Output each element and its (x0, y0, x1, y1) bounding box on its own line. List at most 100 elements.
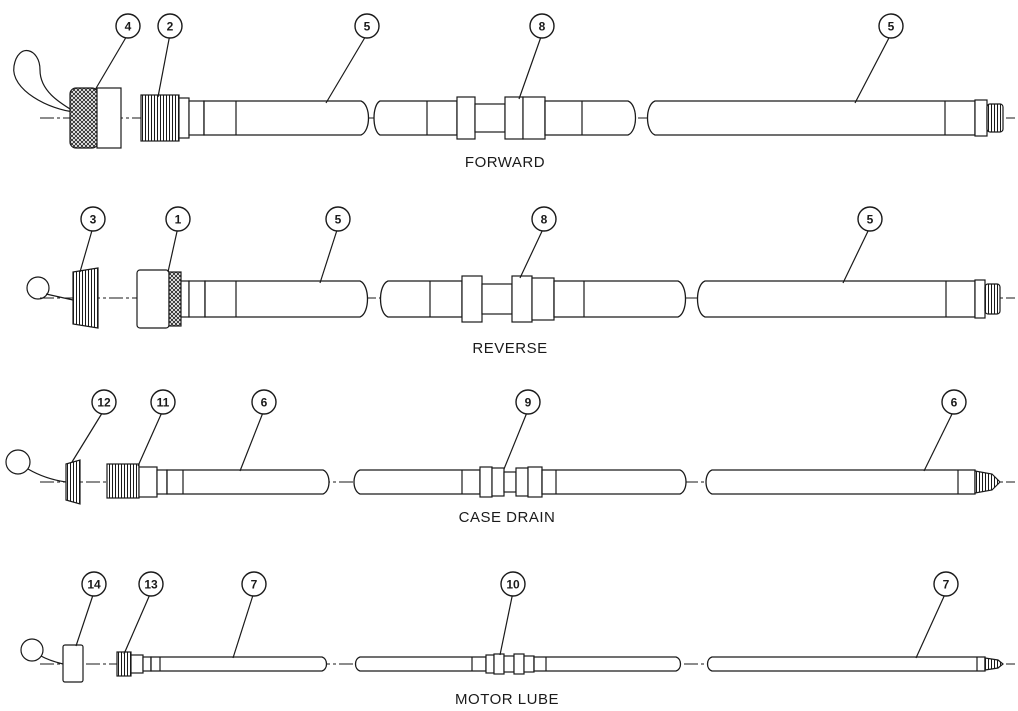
hose-segment (150, 656, 328, 672)
coupling-knurl (168, 271, 182, 327)
callout-12: 12 (91, 389, 117, 415)
hose-segment (353, 469, 481, 495)
lanyard-icon (13, 49, 76, 113)
coupler-nut (513, 653, 525, 675)
callout-label: 2 (167, 20, 174, 34)
callout-label: 6 (261, 396, 268, 410)
callout-8: 8 (531, 206, 557, 232)
hose-segment (541, 469, 687, 495)
quick-coupling (136, 269, 170, 329)
hose-ferrule (527, 466, 543, 498)
assembly-forward: 4 2 5 8 5 FORWARD (13, 13, 1015, 171)
dust-plug (72, 267, 99, 329)
coupler-nut (491, 467, 505, 497)
callout-label: 7 (943, 578, 950, 592)
hose-segment (354, 656, 487, 672)
threaded-end (984, 657, 1004, 671)
callout-3: 3 (80, 206, 106, 232)
callout-label: 11 (157, 396, 170, 410)
coupler-nut (485, 654, 495, 674)
coupler-nut (504, 96, 524, 140)
lanyard-ring-icon (20, 638, 44, 662)
hose-ferrule (156, 469, 168, 495)
coupling-collar (138, 466, 158, 498)
callout-2: 2 (157, 13, 183, 39)
callout-9: 9 (515, 389, 541, 415)
threaded-end (974, 470, 1001, 494)
coupler-body (503, 471, 517, 493)
hose-ferrule (523, 655, 535, 673)
lanyard-ring-icon (5, 449, 31, 475)
hose-segment (646, 100, 976, 136)
assembly-title: FORWARD (465, 154, 545, 171)
callout-label: 1 (175, 213, 182, 227)
coupler-body (493, 653, 505, 675)
callout-label: 3 (90, 213, 97, 227)
hose-segment (533, 656, 682, 672)
quick-coupling (140, 94, 180, 142)
callout-label: 8 (541, 213, 548, 227)
coupler-nut (515, 467, 529, 497)
callout-11: 11 (150, 389, 176, 415)
callout-6: 6 (251, 389, 277, 415)
dust-plug (65, 459, 81, 505)
dust-plug (62, 644, 84, 683)
coupler-body (474, 103, 506, 133)
hose-ferrule (522, 96, 546, 140)
callout-label: 8 (539, 20, 546, 34)
threaded-end (984, 283, 1001, 315)
coupler-nut (456, 96, 476, 140)
callout-5: 5 (878, 13, 904, 39)
assembly-title: CASE DRAIN (459, 509, 556, 526)
coupling-collar (130, 654, 144, 674)
callout-label: 5 (364, 20, 371, 34)
callout-label: 10 (506, 578, 520, 592)
hose-segment (379, 280, 463, 318)
lanyard-ring-icon (26, 276, 50, 300)
quick-coupling (116, 651, 132, 677)
assembly-title: REVERSE (472, 340, 547, 357)
threaded-end (986, 103, 1004, 133)
callout-label: 14 (87, 578, 101, 592)
coupler-body (481, 283, 513, 315)
hose-segment (544, 100, 637, 136)
coupler-nut (511, 275, 533, 323)
hose-segment (706, 656, 986, 672)
callout-5: 5 (354, 13, 380, 39)
callout-label: 12 (97, 396, 111, 410)
hose-segment (373, 100, 458, 136)
callout-label: 9 (525, 396, 532, 410)
coupler-nut (461, 275, 483, 323)
callout-7: 7 (241, 571, 267, 597)
hose-ferrule (188, 280, 206, 318)
coupler-body (503, 655, 515, 673)
callout-1: 1 (165, 206, 191, 232)
callout-13: 13 (138, 571, 164, 597)
hose-ferrule (188, 100, 205, 136)
dust-cap (69, 87, 99, 149)
coupling-collar (178, 97, 190, 139)
callout-label: 5 (335, 213, 342, 227)
hose-ferrule (142, 656, 152, 672)
assembly-reverse: 3 1 5 8 5 REVERSE (26, 206, 1015, 357)
hose-segment (705, 469, 976, 495)
hose-segment (553, 280, 687, 318)
callout-6: 6 (941, 389, 967, 415)
coupling-collar (180, 280, 190, 318)
callout-5: 5 (857, 206, 883, 232)
callout-7: 7 (933, 571, 959, 597)
hose-ferrule (974, 279, 986, 319)
callout-5: 5 (325, 206, 351, 232)
callout-label: 13 (144, 578, 158, 592)
callout-label: 7 (251, 578, 258, 592)
dust-cap-body (96, 87, 122, 149)
hose-segment (696, 280, 976, 318)
hose-ferrule (531, 277, 555, 321)
hose-segment (204, 280, 369, 318)
callout-4: 4 (115, 13, 141, 39)
callout-14: 14 (81, 571, 107, 597)
assembly-motor-lube: 14 13 7 10 7 MOTOR LUBE (20, 571, 1015, 708)
assembly-title: MOTOR LUBE (455, 691, 559, 708)
callout-label: 5 (888, 20, 895, 34)
